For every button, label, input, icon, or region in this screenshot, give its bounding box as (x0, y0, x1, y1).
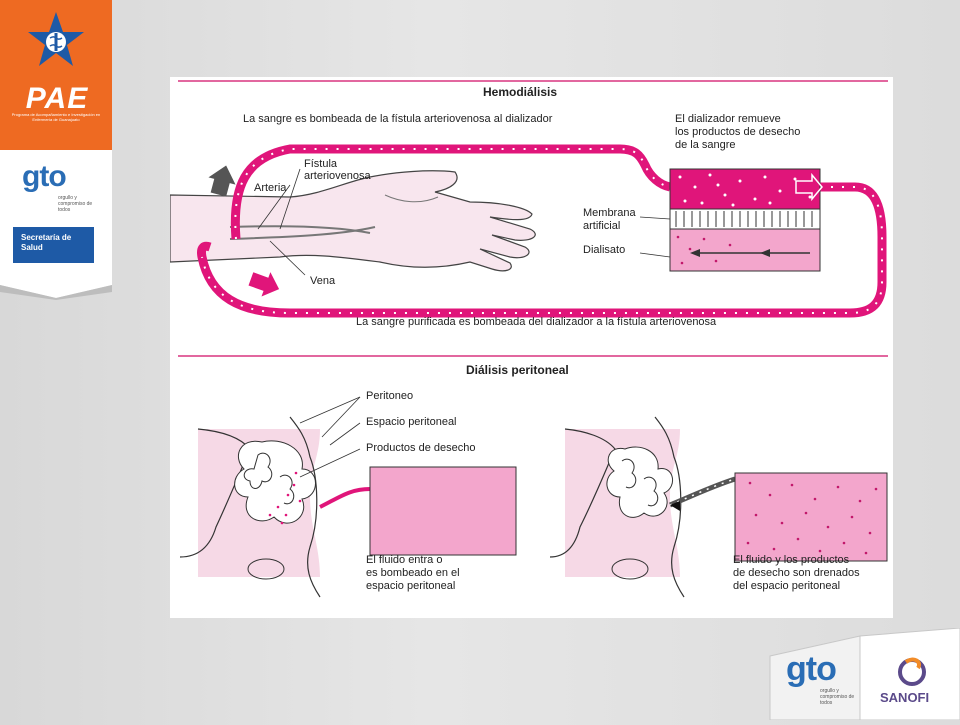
peritoneo-label: Peritoneo (366, 390, 414, 402)
sanofi-logo: SANOFI (880, 690, 930, 705)
sanofi-bird-icon (898, 657, 926, 686)
dializer-caption-line3: de la sangre (675, 139, 736, 151)
left-caption-line3: espacio peritoneal (366, 580, 456, 592)
pae-logo-subtitle: Programa de Acompañamiento e Investigaci… (11, 112, 101, 122)
vein-line (229, 225, 371, 234)
peritoneal-title: Diálisis peritoneal (466, 363, 569, 377)
dializer-caption-line2: los productos de desecho (675, 126, 801, 138)
fistula-label-line2: arteriovenosa (304, 170, 371, 182)
espacio-peritoneal-label: Espacio peritoneal (366, 416, 457, 428)
vena-label: Vena (310, 275, 336, 287)
dialysis-figure: Hemodiálisis La sangre es bombeada de la… (170, 77, 893, 618)
dializer-outflow-arrow-icon (795, 172, 823, 202)
hemodialisis-title: Hemodiálisis (483, 85, 558, 99)
drain-arrow-icon (670, 501, 680, 511)
gto-logo: gto (22, 160, 67, 193)
peritoneal-body-left (179, 416, 517, 598)
up-arrow-icon (208, 165, 236, 197)
right-caption-line2: de desecho son drenados (733, 567, 860, 579)
right-caption-line3: del espacio peritoneal (733, 580, 841, 592)
top-separator (178, 80, 888, 82)
right-caption-line1: El fluido y los productos (733, 554, 850, 566)
catheter-left (319, 487, 371, 509)
star-emblem-icon (28, 12, 84, 66)
footer-logos (760, 627, 960, 721)
footer-gto-tagline: orgullo y compromiso de todos (820, 688, 855, 706)
mid-separator (178, 355, 888, 357)
left-caption-line2: es bombeado en el (366, 567, 460, 579)
tube-arterial (230, 144, 672, 240)
arteria-label: Arteria (254, 182, 287, 194)
productos-desecho-label: Productos de desecho (366, 442, 476, 454)
left-caption-line1: El fluido entra o (366, 554, 443, 566)
dializer-box (669, 168, 823, 272)
fluid-bag-right (734, 472, 888, 562)
arm-hand-drawing (170, 170, 536, 272)
artery-line (229, 226, 376, 240)
dializer-caption-line1: El dializador remueve (675, 113, 781, 125)
dialysis-illustration (170, 144, 888, 598)
pae-logo: PAE (25, 82, 89, 115)
hemo-top-caption: La sangre es bombeada de la fístula arte… (243, 113, 553, 125)
footer-gto-logo: gto (786, 650, 837, 688)
membrana-label-line1: Membrana (583, 207, 636, 219)
membrana-label-line2: artificial (583, 220, 621, 232)
gto-tagline: orgullo y compromiso de todos (58, 195, 93, 213)
dialisato-label: Dialisato (583, 244, 626, 256)
left-banner: PAE Programa de Acompañamiento e Investi… (0, 0, 112, 300)
secretaria-badge: Secretaría de Salud (13, 227, 94, 263)
peritoneal-body-right (549, 416, 888, 598)
tube-venous (197, 182, 887, 318)
fluid-bag-left (369, 466, 517, 556)
footer-logo-panel (769, 627, 960, 721)
fistula-label-line1: Fístula (304, 158, 338, 170)
right-arrow-icon (248, 272, 280, 297)
hemo-bottom-caption: La sangre purificada es bombeada del dia… (356, 316, 717, 328)
